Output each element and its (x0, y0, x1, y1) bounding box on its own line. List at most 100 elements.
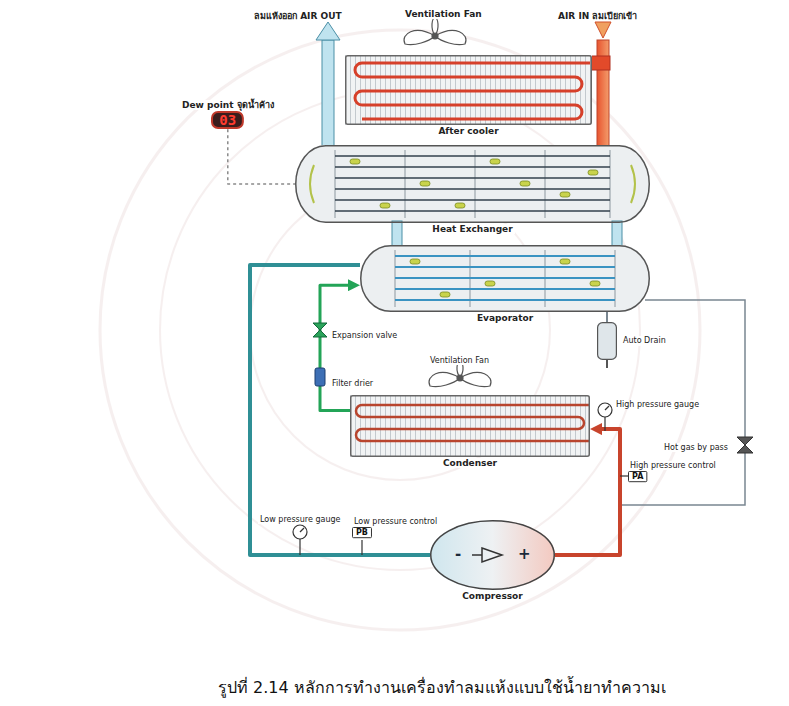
heat-exchanger-shape (295, 145, 650, 223)
label-holder: High pressure gauge (614, 393, 701, 411)
heat-exchanger-core (335, 188, 610, 190)
compressor-body (430, 520, 555, 590)
filter-drier (315, 368, 325, 386)
evaporator-core (395, 250, 615, 307)
heat-exchanger-core (490, 159, 500, 164)
dew-point-reading: 03 (219, 113, 236, 127)
evaporator-core (360, 245, 650, 312)
part-label: High pressure gauge (614, 400, 701, 409)
heat-exchanger-core (475, 150, 476, 218)
label-holder: Filter drier (330, 372, 375, 390)
air-tube (612, 221, 622, 247)
heat-exchanger-core (560, 192, 570, 197)
evaporator-core (395, 255, 615, 257)
air-out-pipe (322, 40, 334, 152)
suction-line (250, 265, 430, 555)
heat-exchanger-core (350, 159, 360, 164)
ventilation-fan (404, 31, 435, 45)
condenser-shape (350, 395, 590, 457)
condenser-coil (356, 405, 590, 441)
compressor-outline (430, 520, 555, 590)
evaporator-core (560, 259, 570, 264)
switch-tap (362, 476, 628, 555)
pressure-gauge (598, 403, 612, 417)
switch-tap (361, 540, 362, 555)
evaporator-core (410, 259, 600, 297)
pressure-switch: High pressure controlPA (628, 461, 718, 482)
evaporator-core (360, 245, 650, 312)
evaporator-core (440, 292, 450, 297)
pressure-gauge (604, 417, 605, 431)
compressor: Compressor (430, 520, 555, 601)
part-label: Ventilation Fan (403, 9, 484, 19)
heat-exchanger-core (295, 145, 650, 223)
part-label: Ventilation Fan (428, 356, 491, 365)
heat-exchanger-core (335, 150, 610, 218)
heat-exchanger-core (520, 181, 530, 186)
auto-drain-shape (597, 322, 617, 360)
drain-pipe (606, 312, 608, 322)
condenser: Condenser (350, 395, 590, 468)
figure-caption: รูปที่ 2.14 หลักการทำงานเครื่องทำลมแห้งแ… (218, 679, 666, 697)
expansion-valve (313, 323, 327, 337)
ventilation-fan (429, 373, 460, 387)
watermark (100, 30, 700, 630)
condenser-coil (350, 395, 590, 457)
pressure-switch: Low pressure controlPB (352, 517, 439, 538)
heat-exchanger-core (310, 165, 314, 203)
evaporator-core (395, 266, 615, 268)
air-out-pipe (316, 22, 340, 40)
pressure-switch-outline: PA (628, 471, 647, 482)
watermark (100, 30, 700, 630)
heat-exchanger-core (350, 159, 598, 208)
ventilation-fan (404, 18, 466, 45)
after-cooler-coil (355, 63, 590, 119)
heat-exchanger-core (335, 156, 610, 211)
evaporator-core (590, 281, 600, 286)
air-in-pipe (595, 22, 611, 38)
air-out-pipe (316, 22, 340, 152)
evaporator-core (395, 256, 615, 300)
dew-point-display-outline: 03 (211, 111, 244, 129)
bypass-valve (737, 437, 753, 453)
label-holder: AIR IN ลมเปียกเข้า (556, 5, 639, 23)
auto-drain-body (597, 322, 617, 360)
label-holder: Low pressure gauge (258, 508, 342, 526)
pressure-gauge (293, 403, 612, 555)
part-name: Low pressure control (352, 517, 439, 526)
heat-exchanger-core (335, 166, 610, 168)
compressor-symbol (472, 548, 502, 562)
heat-exchanger-core (405, 150, 406, 218)
bypass-valve (737, 437, 753, 453)
part-label: Hot gas by pass (662, 443, 730, 452)
dew-point-display-border (212, 112, 243, 128)
compressor-symbol (482, 548, 502, 562)
condenser-coil (350, 395, 590, 457)
evaporator-outline (360, 245, 650, 312)
compressor-body (430, 520, 555, 590)
pressure-gauge (299, 539, 300, 555)
part-name: Condenser (441, 458, 499, 468)
auto-drain-body (597, 322, 617, 368)
air-tube (392, 221, 622, 247)
evaporator-core (395, 288, 615, 290)
heat-exchanger-core (335, 210, 610, 212)
condenser-outline (350, 395, 590, 457)
label-holder: Ventilation Fan (403, 3, 484, 21)
after-cooler-shape (345, 55, 592, 125)
pressure-switch-border (629, 472, 647, 482)
heat-exchanger-outline (295, 145, 650, 223)
heat-exchanger-core (420, 181, 430, 186)
part-name: High pressure control (628, 461, 718, 470)
evaporator-core (395, 277, 615, 279)
compressor-shape (430, 520, 555, 590)
pressure-switch-outline: PB (352, 527, 372, 538)
switch-code: PA (632, 472, 643, 481)
heat-exchanger-core (588, 170, 598, 175)
pressure-gauge (293, 525, 307, 539)
ventilation-fan (435, 31, 466, 45)
part-name: Auto Drain (621, 336, 668, 345)
auto-drain-border (598, 323, 617, 360)
